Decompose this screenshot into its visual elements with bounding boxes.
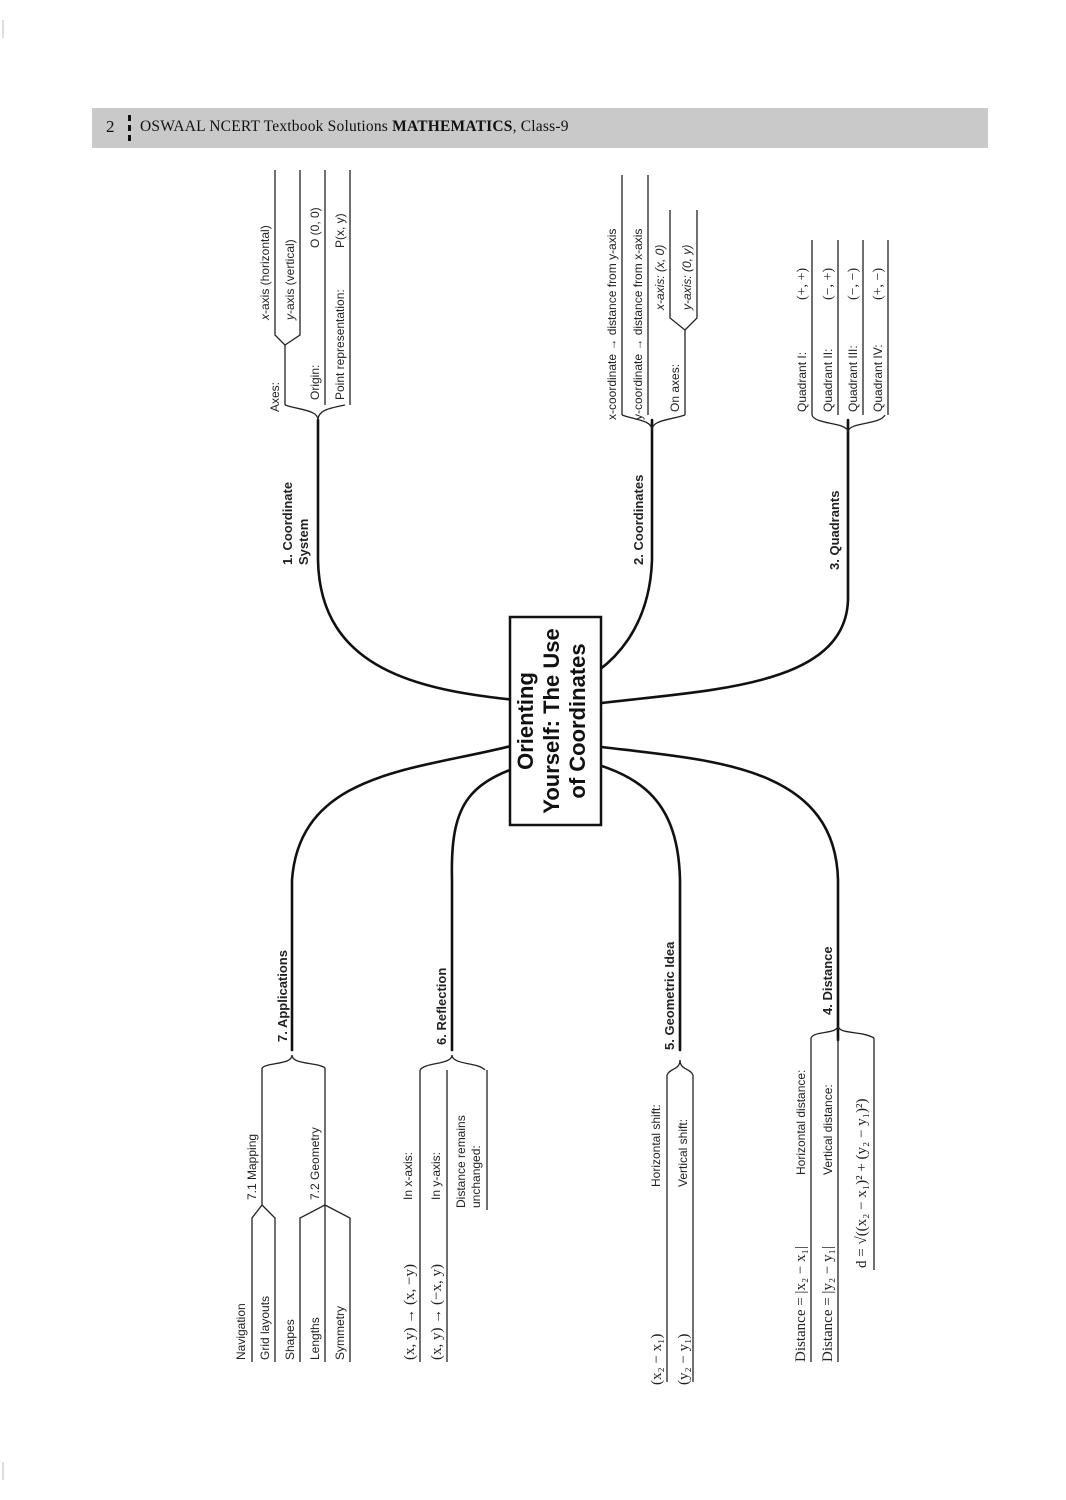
axes-label: Axes: <box>268 382 282 412</box>
x-axis-reflection-rule: (x, y) → (x, −y) <box>402 1264 418 1360</box>
y-axis-var: y <box>283 313 297 321</box>
quadrant-item-1: Quadrant I: (+, +) <box>795 268 810 412</box>
connector-branch4 <box>583 743 840 1042</box>
margin-mark-bottom <box>2 1462 4 1480</box>
horizontal-distance-formula: Distance = |x₂ − x₁| <box>793 1246 809 1362</box>
geometry-item-symmetry: Symmetry <box>333 1306 347 1360</box>
horizontal-distance-label: Horizontal distance: <box>794 1070 808 1175</box>
branch1-title: 1. Coordinate <box>280 482 295 565</box>
branch-coordinates: 2. Coordinates x-coordinate → distance f… <box>605 175 698 565</box>
branch-quadrants: 3. Quadrants Quadrant I: (+, +) Quadrant… <box>795 240 889 570</box>
vertical-distance-label: Vertical distance: <box>821 1084 835 1175</box>
mapping-item-grid-layouts: Grid layouts <box>258 1296 272 1360</box>
x-coordinate-rule: x-coordinate → distance from y-axis <box>605 229 619 420</box>
horizontal-shift-value: (x₂ − x₁) <box>649 1334 665 1385</box>
quadrant-label: Quadrant IV: <box>871 344 885 412</box>
header-title: OSWAAL NCERT Textbook Solutions MATHEMAT… <box>140 118 569 136</box>
vertical-shift-value: (y₂ − y₁) <box>676 1334 692 1385</box>
svg-text:x-axis (horizontal): x-axis (horizontal) <box>258 225 272 321</box>
origin-value: O (0, 0) <box>308 207 322 248</box>
quadrant-label: Quadrant III: <box>846 345 860 412</box>
y-axis-desc: -axis (vertical) <box>283 239 297 314</box>
point-label: Point representation: <box>333 289 347 400</box>
center-line2: Yourself: The Use <box>539 628 564 813</box>
header-subject: MATHEMATICS <box>392 118 513 135</box>
y-axis-point: y-axis: (0, y) <box>680 245 694 311</box>
quadrant-item-3: Quadrant III: (−, −) <box>846 268 861 412</box>
quadrant-sign: (+, +) <box>795 268 810 300</box>
origin-label: Origin: <box>308 365 322 400</box>
point-value: P(x, y) <box>333 213 347 248</box>
x-axis-reflection-label: In x-axis: <box>401 1152 415 1200</box>
quadrant-item-4: Quadrant IV: (+, −) <box>871 268 886 412</box>
branch6-title: 6. Reflection <box>434 968 449 1045</box>
branch-distance: 4. Distance Horizontal distance: Distanc… <box>793 946 875 1362</box>
mapping-title: 7.1 Mapping <box>245 1134 259 1200</box>
quadrant-sign: (+, −) <box>871 268 886 300</box>
distance-formula: d = √((x₂ − x₁)² + (y₂ − y₁)²) <box>854 1099 870 1268</box>
geometry-item-lengths: Lengths <box>308 1317 322 1360</box>
connector-branch7 <box>290 743 517 1052</box>
distance-note-2: unchanged: <box>469 1145 483 1208</box>
center-line3: of Coordinates <box>565 643 590 798</box>
y-axis-reflection-rule: (x, y) → (−x, y) <box>429 1264 445 1360</box>
geometry-item-shapes: Shapes <box>283 1319 297 1360</box>
x-axis-var: x <box>258 313 272 321</box>
x-axis-desc: -axis (horizontal) <box>258 225 272 314</box>
header-series: OSWAAL NCERT Textbook Solutions <box>140 118 389 135</box>
branch-coordinate-system: 1. Coordinate System Axes: x-axis (horiz… <box>258 170 351 565</box>
margin-mark-top <box>2 20 4 38</box>
mapping-item-navigation: Navigation <box>234 1303 248 1360</box>
branch3-title: 3. Quadrants <box>827 491 842 570</box>
center-title: Orienting Yourself: The Use of Coordinat… <box>513 628 590 813</box>
horizontal-shift-label: Horizontal shift: <box>649 1104 663 1187</box>
vertical-shift-label: Vertical shift: <box>676 1119 690 1187</box>
branch-geometric-idea: 5. Geometric Idea Horizontal shift: (x₂ … <box>649 941 694 1385</box>
branch1-title-2: System <box>296 519 311 565</box>
svg-text:y-axis (vertical): y-axis (vertical) <box>283 239 297 321</box>
branch5-title: 5. Geometric Idea <box>662 941 677 1050</box>
page-number: 2 <box>106 117 115 136</box>
quadrant-item-2: Quadrant II: (−, +) <box>821 268 836 412</box>
center-box <box>508 615 603 827</box>
vertical-distance-formula: Distance = |y₂ − y₁| <box>820 1246 836 1362</box>
y-coordinate-rule: y-coordinate → distance from x-axis <box>631 229 645 420</box>
branch2-title: 2. Coordinates <box>631 475 646 565</box>
center-line1: Orienting <box>513 672 538 770</box>
header-separator <box>128 115 131 141</box>
quadrant-label: Quadrant I: <box>795 352 809 412</box>
on-axes-label: On axes: <box>668 364 682 412</box>
distance-note-1: Distance remains <box>454 1115 468 1208</box>
branch-applications: 7. Applications 7.1 Mapping 7.2 Geometry… <box>234 950 351 1362</box>
y-axis-reflection-label: In y-axis: <box>429 1152 443 1200</box>
quadrant-label: Quadrant II: <box>821 349 835 412</box>
connector-branch3 <box>583 418 850 707</box>
geometry-title: 7.2 Geometry <box>308 1127 322 1200</box>
branch4-title: 4. Distance <box>820 946 835 1015</box>
quadrant-sign: (−, +) <box>821 268 836 300</box>
branch7-title: 7. Applications <box>275 950 290 1042</box>
quadrant-sign: (−, −) <box>846 268 861 300</box>
page-header: 2 OSWAAL NCERT Textbook Solutions MATHEM… <box>92 108 988 148</box>
header-class: , Class-9 <box>512 118 569 135</box>
branch-reflection: 6. Reflection In x-axis: (x, y) → (x, −y… <box>401 968 488 1362</box>
x-axis-point: x-axis: (x, 0) <box>653 245 667 311</box>
connector-branch1 <box>316 418 517 702</box>
